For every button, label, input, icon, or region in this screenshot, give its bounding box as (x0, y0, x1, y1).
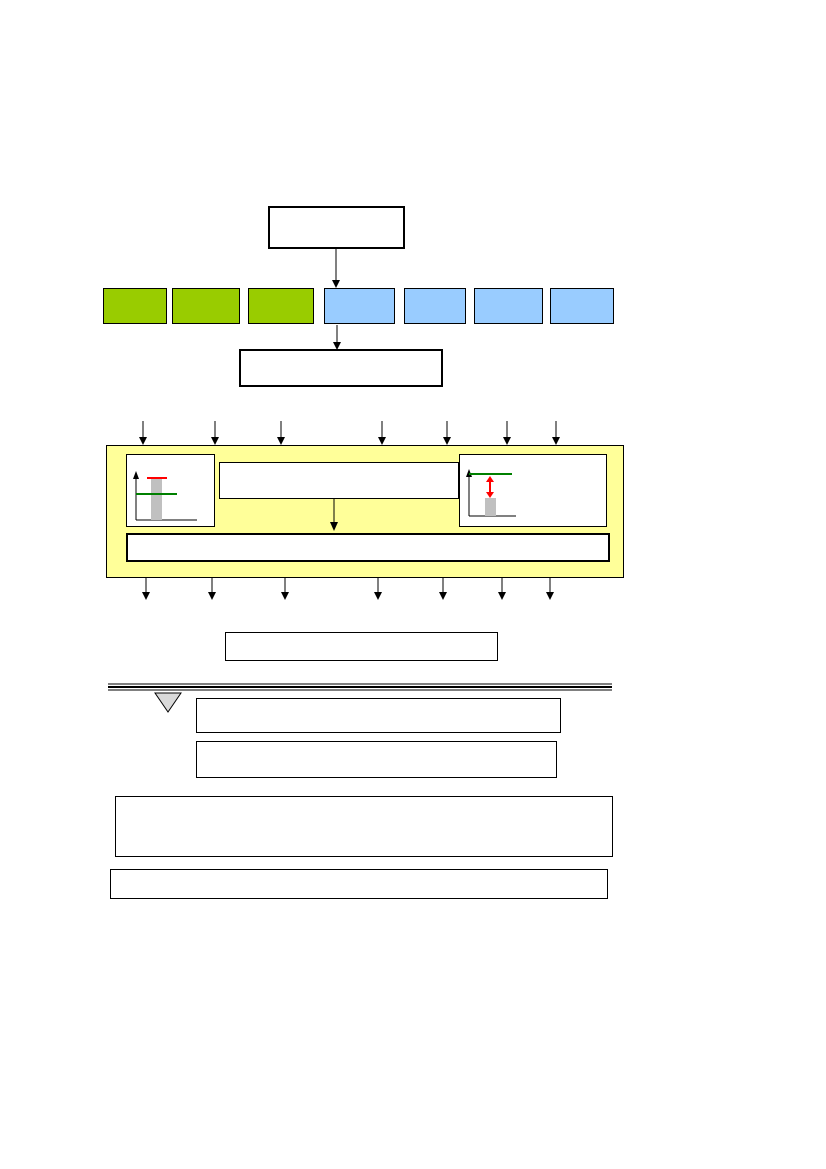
triangle-down-icon (154, 692, 182, 713)
category-box-1 (103, 288, 167, 324)
wide-box (115, 796, 613, 857)
right-chart-bar (485, 498, 496, 516)
left-chart-bar (151, 479, 162, 520)
arrowhead-icon (546, 592, 554, 600)
right-chart-box (459, 454, 607, 527)
panel-input-arrows (139, 421, 560, 445)
arrowhead-icon (378, 437, 386, 445)
arrowhead-icon (333, 342, 341, 350)
section-separator (108, 683, 612, 691)
arrowhead-icon (498, 592, 506, 600)
panel-bottom-bar (126, 533, 610, 562)
panel-center-box (219, 462, 459, 499)
left-bar-chart (133, 471, 197, 521)
arrowhead-icon (208, 592, 216, 600)
category-box-6 (474, 288, 543, 324)
arrowhead-icon (211, 437, 219, 445)
arrowhead-icon (139, 437, 147, 445)
middle-box (239, 349, 443, 387)
section-box-1 (196, 698, 561, 733)
category-box-5 (404, 288, 466, 324)
arrowhead-icon (443, 437, 451, 445)
right-bar-chart (466, 469, 516, 517)
arrowhead-icon (439, 592, 447, 600)
section-box-2 (196, 741, 557, 778)
arrowhead-icon (374, 592, 382, 600)
category-box-2 (172, 288, 240, 324)
category-box-7 (550, 288, 614, 324)
footer-box (110, 869, 608, 899)
left-chart-y-arrow-icon (133, 471, 139, 479)
panel-output-arrows (142, 578, 554, 600)
result-box (225, 632, 498, 661)
category-box-4 (324, 288, 395, 324)
arrowhead-icon (552, 437, 560, 445)
category-box-3 (248, 288, 314, 324)
right-chart-down-arrow-icon (486, 492, 494, 498)
arrowhead-icon (281, 592, 289, 600)
arrowhead-icon (142, 592, 150, 600)
arrowhead-icon (330, 522, 338, 531)
top-box (268, 206, 405, 249)
arrowhead-icon (332, 280, 340, 288)
left-chart-box (126, 454, 215, 527)
arrowhead-icon (277, 437, 285, 445)
arrowhead-icon (503, 437, 511, 445)
right-chart-up-arrow-icon (486, 476, 494, 482)
